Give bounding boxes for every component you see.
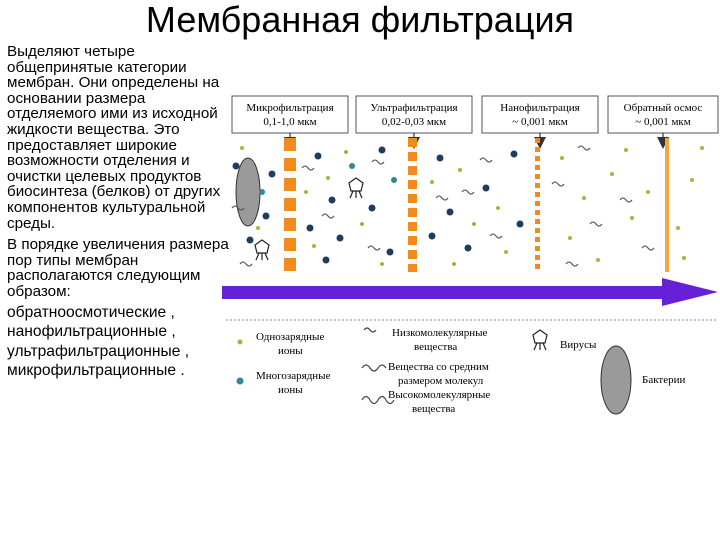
legend-bacteria-icon xyxy=(600,345,632,415)
label-nanofiltration: Нанофильтрация ~ 0,001 мкм xyxy=(481,95,599,134)
flow-arrow xyxy=(222,278,718,306)
description-text: Выделяют четыре общепринятые категории м… xyxy=(7,44,229,381)
label-microfiltration-name: Микрофильтрация xyxy=(246,102,333,114)
legend-single-ions-line2: ионы xyxy=(278,345,303,357)
legend-bacteria: Бактерии xyxy=(642,374,685,386)
single-charged-ions xyxy=(240,146,704,266)
legend-mid-mw-line1: Вещества со средним xyxy=(388,361,489,373)
multi-charged-ions xyxy=(232,146,524,264)
legend-virus-icon xyxy=(532,329,548,351)
type-nanofiltration: нанофильтрационные , xyxy=(7,323,176,340)
membrane-reverse-osmosis xyxy=(665,138,669,272)
intro-paragraph: Выделяют четыре общепринятые категории м… xyxy=(7,43,221,232)
membrane-micro xyxy=(284,138,296,271)
label-ultrafiltration-range: 0,02-0,03 мкм xyxy=(382,116,446,128)
legend: Однозарядные ионы Многозарядные ионы Низ… xyxy=(236,327,685,415)
label-microfiltration-range: 0,1-1,0 мкм xyxy=(263,116,316,128)
page-title: Мембранная фильтрация xyxy=(145,0,575,40)
legend-low-mw-line1: Низкомолекулярные xyxy=(392,327,487,339)
virus-icon xyxy=(348,177,364,199)
bacterium xyxy=(235,157,261,227)
type-ultrafiltration: ультрафильтрационные , xyxy=(7,342,190,360)
legend-single-ions-line1: Однозарядные xyxy=(256,331,324,343)
legend-multi-ions-line1: Многозарядные xyxy=(256,370,331,382)
legend-viruses: Вирусы xyxy=(560,339,597,351)
type-microfiltration: микрофильтрационные . xyxy=(7,362,185,379)
label-nanofiltration-name: Нанофильтрация xyxy=(500,102,579,114)
label-ultrafiltration: Ультрафильтрация 0,02-0,03 мкм xyxy=(355,95,473,134)
label-ultrafiltration-name: Ультрафильтрация xyxy=(370,102,457,114)
multi-charged-ions-cyan xyxy=(259,163,397,195)
label-microfiltration: Микрофильтрация 0,1-1,0 мкм xyxy=(231,95,349,134)
label-reverse-osmosis: Обратный осмос ~ 0,001 мкм xyxy=(607,95,719,134)
legend-high-mw-line1: Высокомолекулярные xyxy=(388,389,490,401)
legend-high-mw-icon xyxy=(361,395,395,405)
legend-mid-mw-line2: размером молекул xyxy=(398,375,484,387)
legend-mid-mw-icon xyxy=(361,364,387,372)
legend-single-ion-icon xyxy=(237,339,243,345)
order-paragraph: В порядке увеличения размера пор типы ме… xyxy=(7,236,229,300)
membrane-filtration-diagram: Микрофильтрация 0,1-1,0 мкм Ультрафильтр… xyxy=(222,95,719,415)
virus-icon xyxy=(254,239,270,261)
type-reverse-osmosis: обратноосмотические , xyxy=(7,303,175,321)
legend-multi-ions-line2: ионы xyxy=(278,384,303,396)
membrane-ultra xyxy=(408,138,417,272)
virus-icons xyxy=(254,177,364,261)
label-nanofiltration-range: ~ 0,001 мкм xyxy=(512,116,568,128)
membrane-nano xyxy=(535,138,540,269)
label-reverse-osmosis-name: Обратный осмос xyxy=(624,102,703,114)
low-mw-molecules xyxy=(231,145,655,267)
label-reverse-osmosis-range: ~ 0,001 мкм xyxy=(635,116,691,128)
legend-low-mw-icon xyxy=(363,327,377,333)
legend-low-mw-line2: вещества xyxy=(414,341,457,353)
label-pointers xyxy=(284,133,669,149)
legend-high-mw-line2: вещества xyxy=(412,403,455,415)
legend-multi-ion-icon xyxy=(236,377,244,385)
